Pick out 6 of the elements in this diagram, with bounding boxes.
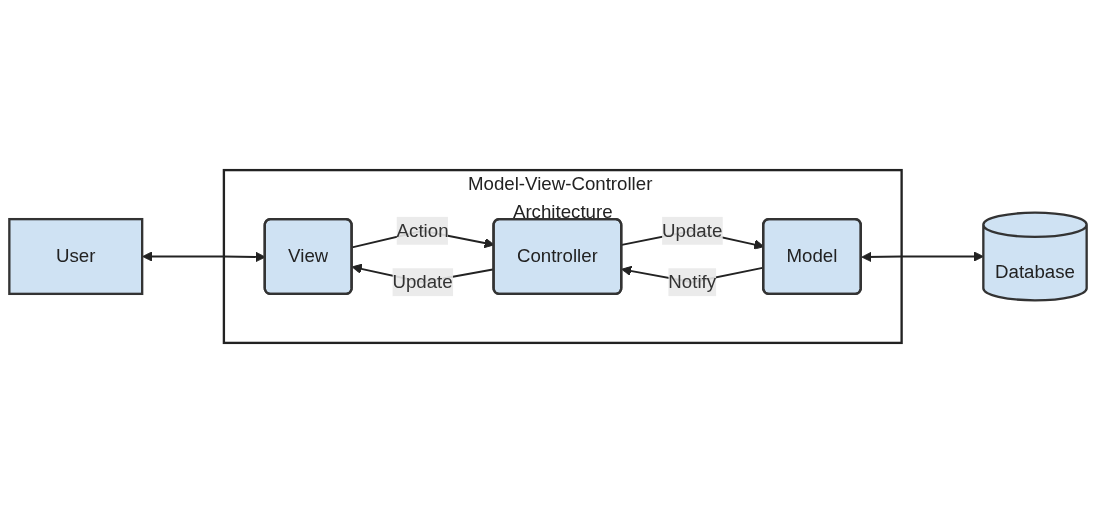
arrow — [861, 251, 984, 263]
edge-label: Notify — [668, 271, 717, 292]
edge-label: Update — [392, 271, 453, 292]
edge-label: Update — [662, 220, 723, 241]
node-box: User — [8, 217, 144, 296]
edge-label: Action — [396, 220, 449, 241]
